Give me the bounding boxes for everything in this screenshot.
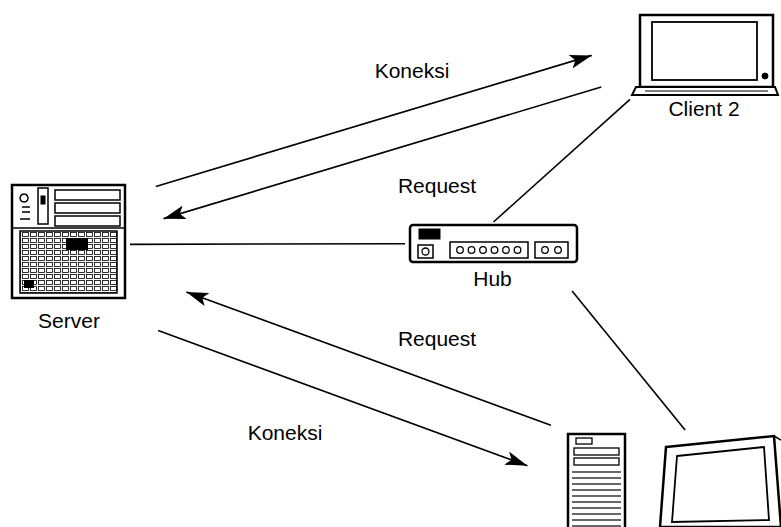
network-cable [572, 291, 685, 430]
device-label: Client 2 [665, 96, 742, 121]
flow-arrow [158, 331, 527, 466]
flow-arrow [164, 87, 602, 219]
desktop-icon [568, 434, 781, 527]
arrow-label: Koneksi [372, 58, 453, 83]
device-label: Server [35, 308, 103, 333]
arrow-label: Request [395, 173, 479, 198]
server-icon [12, 185, 125, 298]
flow-arrow [186, 292, 551, 425]
device-label: Hub [470, 266, 515, 291]
network-cable [130, 243, 405, 245]
server-node: Server [8, 182, 130, 333]
hub-icon [410, 225, 577, 262]
network-cable [493, 99, 630, 222]
client-node [565, 430, 781, 527]
laptop-icon [632, 15, 778, 95]
flow-arrow [156, 55, 592, 186]
client-node: Client 2 [630, 12, 778, 121]
arrow-label: Request [395, 326, 479, 351]
hub-node: Hub [405, 222, 580, 291]
arrow-label: Koneksi [245, 420, 326, 445]
